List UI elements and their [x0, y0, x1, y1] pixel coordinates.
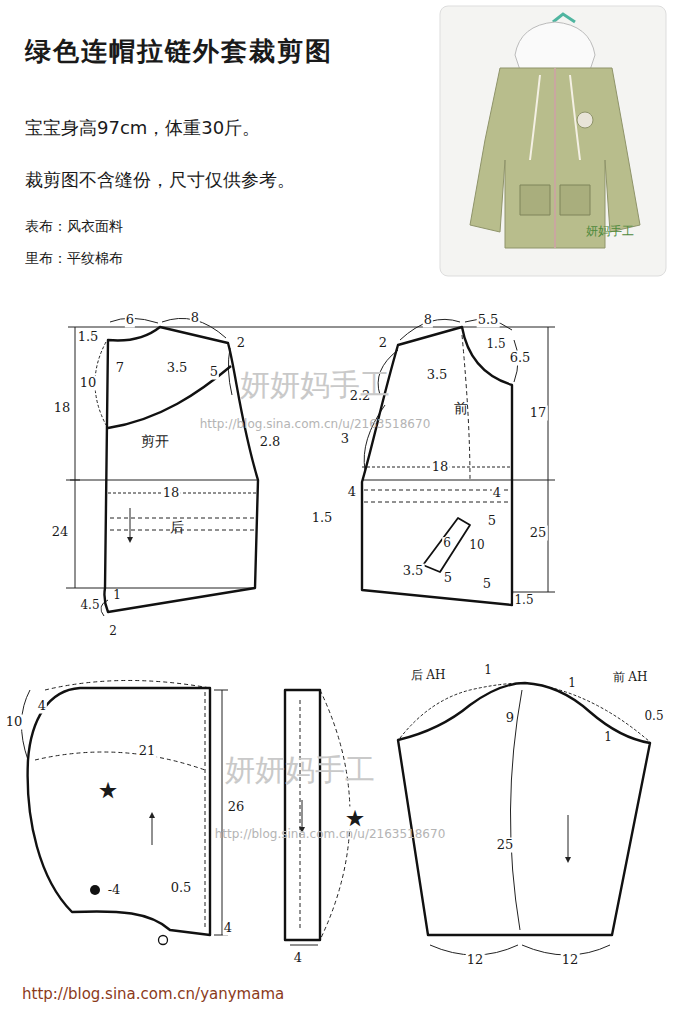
dimension: 3 — [340, 432, 350, 447]
info-text: 裁剪图不含缝份，尺寸仅供参考。 — [25, 170, 295, 191]
dimension: 2.8 — [259, 435, 282, 450]
dimension: 1 — [483, 664, 493, 678]
grain-arrows — [130, 508, 568, 860]
dimension: 18 — [162, 486, 181, 501]
dimension: 5 — [487, 514, 497, 529]
dimension: 24 — [51, 525, 70, 540]
dimension: 8 — [423, 313, 433, 328]
footer-url: http://blog.sina.com.cn/yanymama — [22, 986, 284, 1003]
photo-watermark: 妍妈手工 — [586, 225, 634, 239]
piece-name: 前 — [454, 400, 468, 416]
dimension: 1.5 — [513, 594, 534, 608]
dimension: 4.5 — [79, 599, 100, 613]
dimension: 1.5 — [77, 330, 100, 345]
info-text: 宝宝身高97cm，体重30斤。 — [25, 118, 260, 139]
dimension: 2 — [236, 336, 246, 351]
dimension: 3.5 — [426, 368, 449, 383]
dimension: 10 — [468, 539, 485, 553]
dimension: 12 — [466, 953, 485, 968]
watermark-url: http://blog.sina.com.cn/u/2163518670 — [215, 828, 446, 842]
dimension: 25 — [529, 526, 548, 541]
dimension: 4 — [37, 699, 47, 714]
dimension: 1 — [112, 589, 122, 603]
fabric-note: 表布：风衣面料 — [25, 218, 123, 234]
dimension: 18 — [53, 401, 72, 416]
dimension: 5 — [443, 571, 453, 586]
dimension: 21 — [138, 744, 157, 759]
dimension: 5 — [482, 577, 492, 592]
dimension: 6 — [442, 537, 452, 551]
armhole-label: 前 AH — [612, 671, 649, 685]
dimension: 1 — [603, 731, 613, 745]
match-mark: ★ — [344, 807, 366, 830]
match-mark: ★ — [97, 779, 119, 802]
notch-dot — [90, 885, 100, 895]
dimension: 25 — [496, 838, 515, 853]
dimension: 8 — [190, 311, 200, 326]
dimension: 17 — [529, 406, 548, 421]
dimension: 9 — [505, 711, 515, 726]
dimension: 2 — [108, 625, 118, 639]
pattern-pieces — [28, 327, 650, 940]
dimension: 6 — [125, 313, 135, 328]
dimension: 4 — [293, 951, 303, 966]
dimension: 1 — [567, 677, 577, 691]
dimension: 12 — [561, 953, 580, 968]
fabric-note: 里布：平纹棉布 — [25, 250, 123, 266]
notch-circle — [159, 936, 168, 945]
page-title: 绿色连帽拉链外套裁剪图 — [25, 37, 333, 67]
dimension: 4 — [492, 486, 502, 501]
watermark-url: http://blog.sina.com.cn/u/2163518670 — [200, 418, 431, 432]
dimension: 10 — [5, 715, 24, 730]
dimension: 5.5 — [477, 313, 500, 328]
jacket-photo — [440, 6, 666, 276]
dimension: 4 — [347, 485, 357, 500]
watermark: 妍妍妈手工 — [225, 753, 375, 788]
dimension: 0.5 — [643, 710, 664, 724]
dimension-lines — [21, 318, 650, 955]
dimension: 2 — [378, 336, 388, 351]
armhole-label: 后 AH — [410, 669, 447, 683]
piece-name: 后 — [170, 519, 184, 535]
dimension: 7 — [115, 361, 125, 376]
dimension: 18 — [431, 460, 450, 475]
dimension: 6.5 — [509, 351, 532, 366]
piece-note: 剪开 — [141, 433, 169, 449]
dimension: 4 — [223, 921, 233, 936]
dimension: 0.5 — [170, 881, 193, 896]
dimension: 1.5 — [485, 338, 506, 352]
dimension: 3.5 — [402, 564, 425, 579]
dimension: 3.5 — [166, 361, 189, 376]
dimension: 5 — [209, 365, 219, 380]
dimension: 26 — [227, 800, 246, 815]
dimension: 1.5 — [311, 511, 334, 526]
watermark: 妍妍妈手工 — [240, 368, 390, 403]
dimension: -4 — [107, 883, 122, 898]
dimension: 10 — [79, 376, 98, 391]
inner-lines — [110, 335, 510, 930]
